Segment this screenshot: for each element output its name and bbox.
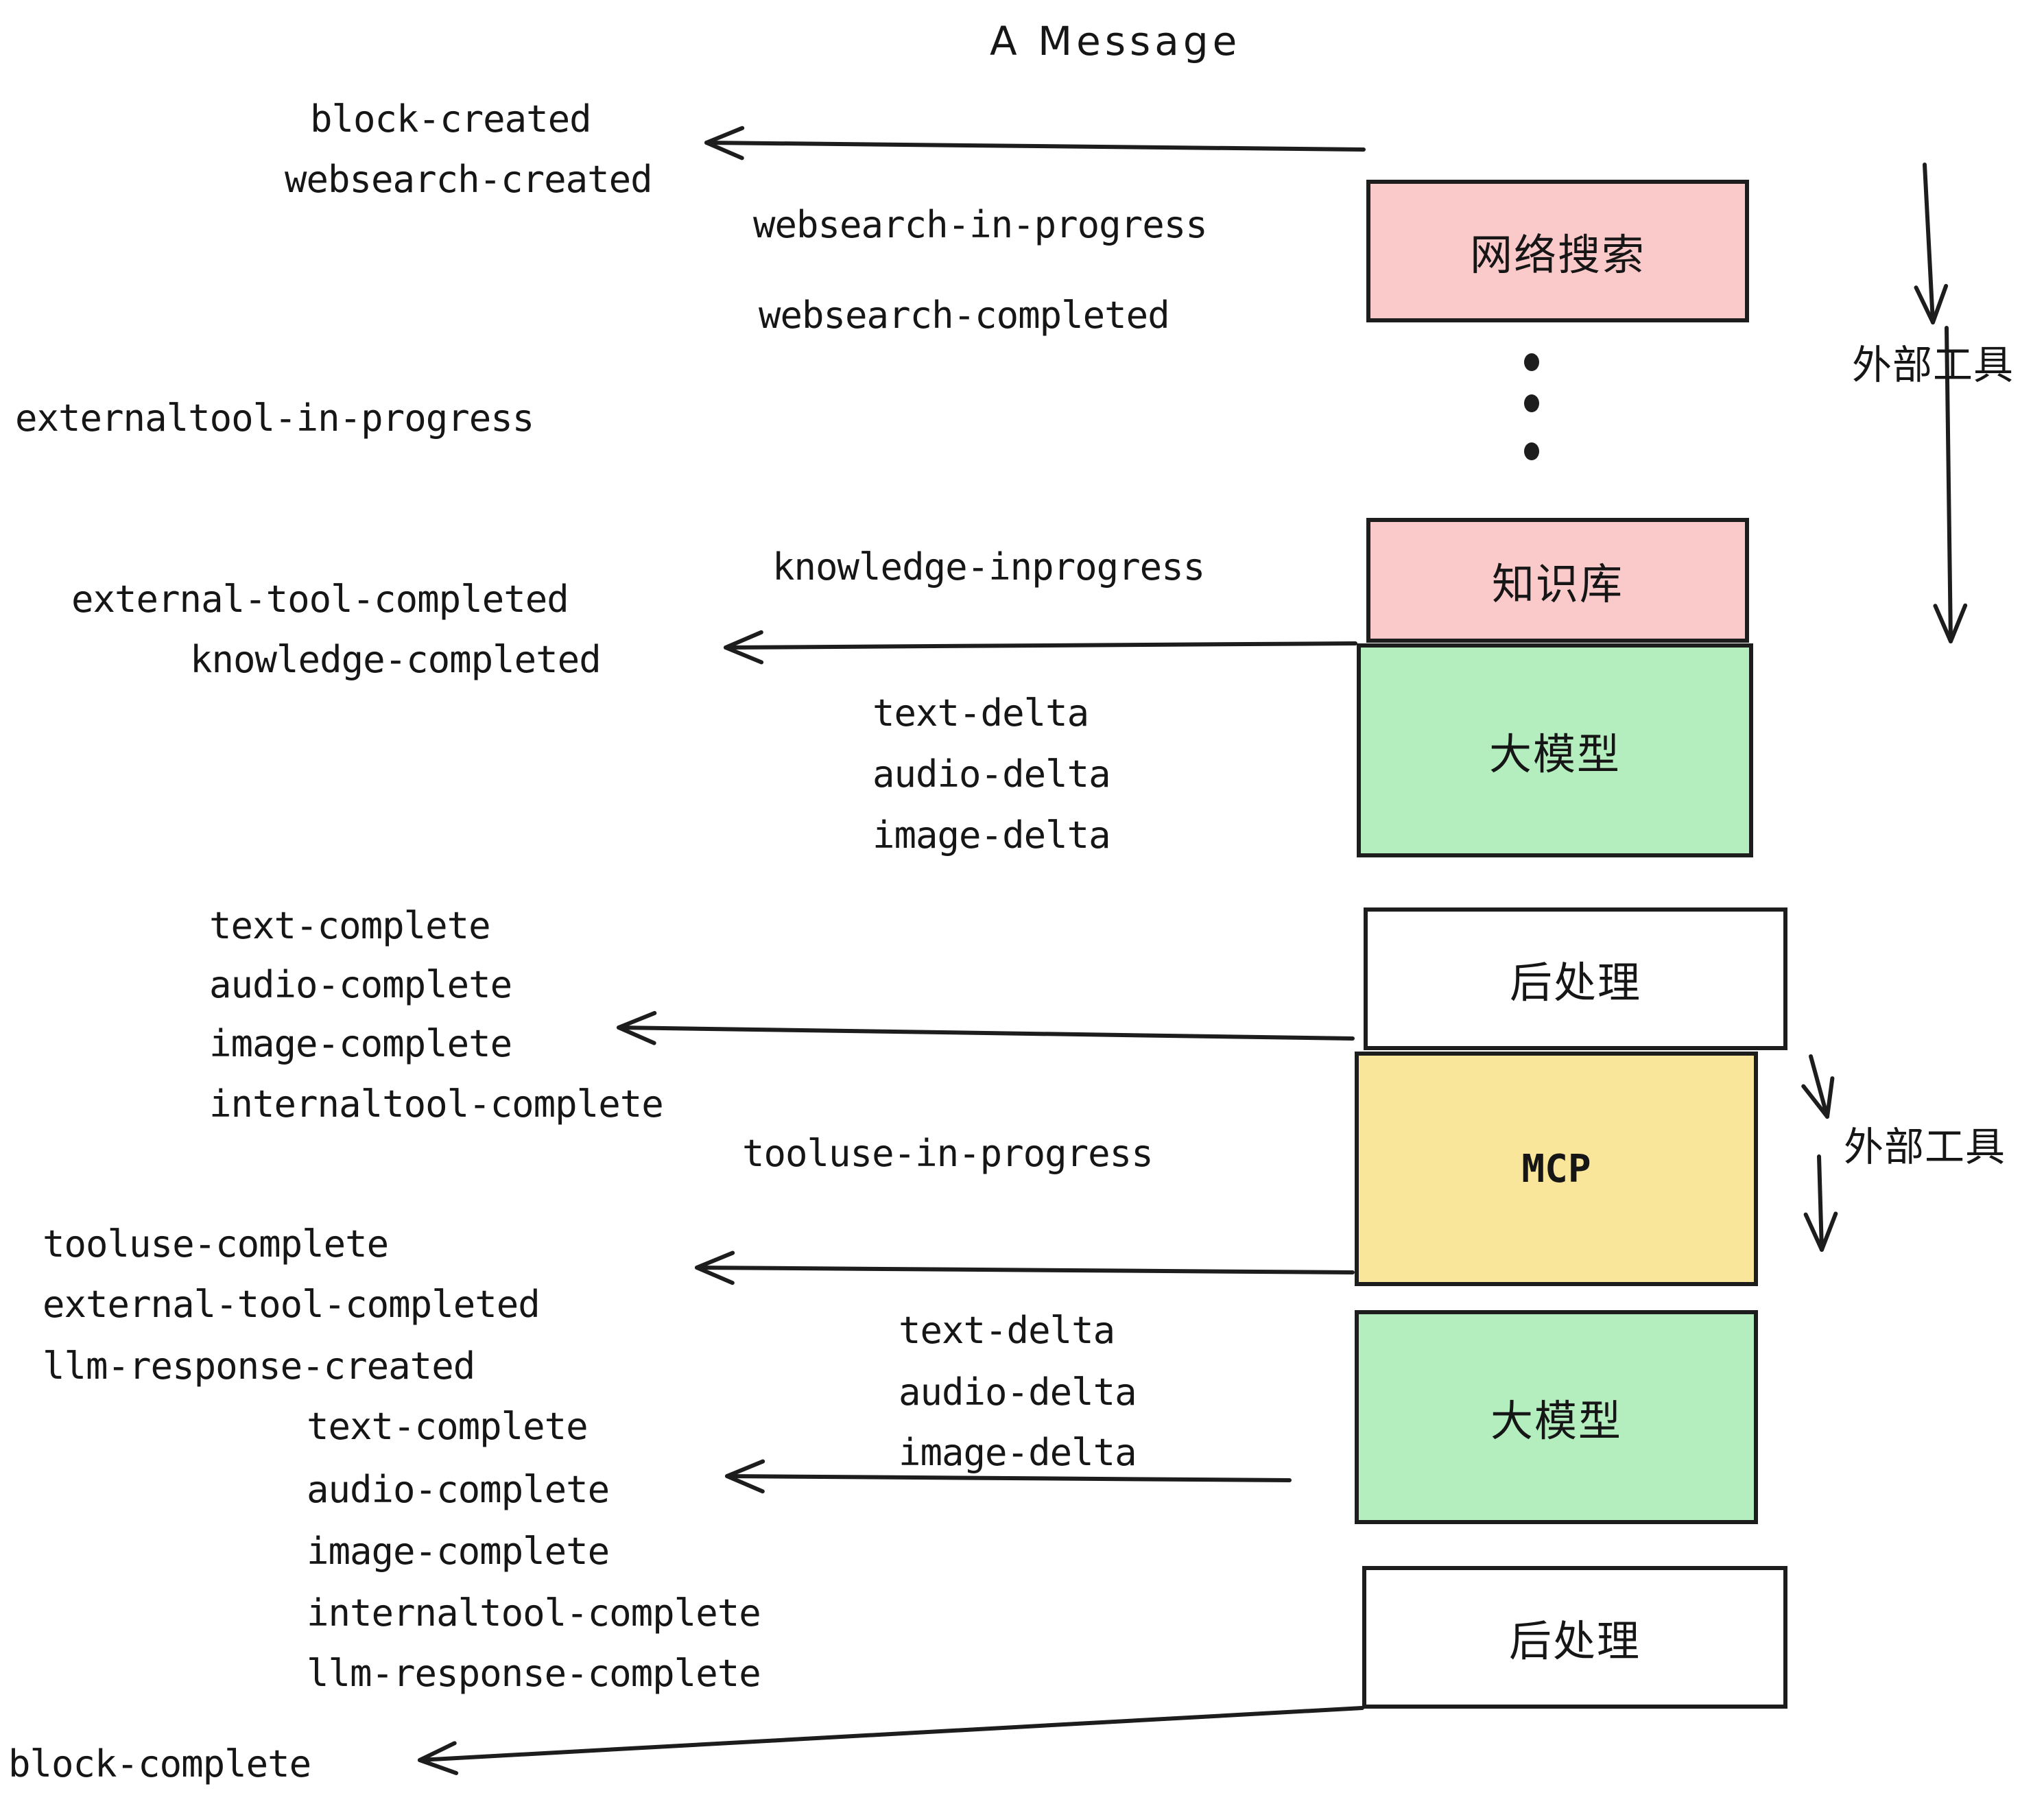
ellipsis-dot-1 (1524, 353, 1539, 371)
side-label-external-tools-bottom: 外部工具 (1844, 1124, 2006, 1170)
event-label-internaltool-complete-2: internaltool-complete (307, 1591, 761, 1635)
arrow-shaft-arrow-tooluse-done (695, 1266, 1355, 1274)
arrow-shaft-arrow-block-created (704, 141, 1366, 152)
arrow-arrow-knowledge-done (724, 630, 1357, 665)
node-post1: 后处理 (1364, 907, 1787, 1050)
event-label-externaltool-in-progress: externaltool-in-progress (15, 396, 534, 440)
side-label-external-tools-top: 外部工具 (1852, 342, 2015, 388)
event-label-websearch-created: websearch-created (285, 158, 653, 201)
arrow-head-arrow-tooluse-done (695, 1250, 735, 1285)
event-label-llm-response-complete: llm-response-complete (307, 1652, 761, 1695)
arrow-arrow-block-created (704, 126, 1366, 161)
event-label-image-delta-1: image-delta (872, 814, 1111, 857)
event-label-text-complete-2: text-complete (307, 1405, 589, 1448)
arrow-head-arrow-ext-up-bottom (1801, 1076, 1835, 1119)
node-knowledge: 知识库 (1366, 518, 1749, 643)
arrow-shaft-arrow-ext-down-bottom (1817, 1154, 1824, 1252)
arrow-arrow-block-complete (418, 1706, 1364, 1775)
arrow-head-arrow-knowledge-done (724, 630, 764, 665)
arrow-shaft-arrow-ext-up-bottom (1809, 1054, 1829, 1119)
event-label-image-complete-1: image-complete (209, 1022, 512, 1065)
event-label-audio-complete-1: audio-complete (209, 963, 512, 1006)
arrow-arrow-tooluse-done (695, 1250, 1355, 1285)
event-label-image-delta-2: image-delta (899, 1431, 1137, 1474)
arrow-shaft-arrow-block-complete (418, 1706, 1364, 1762)
node-llm1: 大模型 (1357, 643, 1753, 857)
arrow-shaft-arrow-audio-complete (725, 1474, 1292, 1482)
ellipsis-dot-3 (1524, 442, 1539, 460)
arrow-head-arrow-block-created (704, 126, 745, 161)
event-label-external-tool-completed-2: external-tool-completed (43, 1283, 540, 1326)
node-mcp: MCP (1355, 1052, 1758, 1286)
event-label-tooluse-in-progress: tooluse-in-progress (742, 1132, 1154, 1175)
event-label-websearch-in-progress: websearch-in-progress (753, 203, 1208, 246)
arrow-head-arrow-block-complete (418, 1741, 459, 1775)
arrow-shaft-arrow-image-complete (617, 1025, 1355, 1041)
event-label-audio-delta-1: audio-delta (872, 752, 1111, 796)
arrow-shaft-arrow-knowledge-done (724, 641, 1357, 650)
node-post2: 后处理 (1362, 1566, 1787, 1709)
arrow-head-arrow-ext-down-top (1933, 603, 1968, 643)
event-label-text-delta-2: text-delta (899, 1309, 1115, 1352)
event-label-llm-response-created: llm-response-created (43, 1344, 475, 1388)
event-label-external-tool-completed-1: external-tool-completed (71, 578, 569, 621)
ellipsis-dot-2 (1524, 394, 1539, 412)
arrow-arrow-image-complete (617, 1010, 1355, 1045)
event-label-knowledge-inprogress: knowledge-inprogress (772, 545, 1205, 589)
event-label-text-delta-1: text-delta (872, 691, 1089, 735)
arrow-head-arrow-ext-down-bottom (1803, 1211, 1838, 1252)
arrow-head-arrow-audio-complete (725, 1459, 765, 1494)
event-label-audio-complete-2: audio-complete (307, 1468, 610, 1511)
event-label-image-complete-2: image-complete (307, 1530, 610, 1573)
event-label-knowledge-completed: knowledge-completed (190, 638, 602, 681)
arrow-head-arrow-ext-up-top (1914, 283, 1949, 324)
arrow-head-arrow-image-complete (617, 1010, 657, 1045)
arrow-arrow-ext-up-bottom (1801, 1054, 1835, 1119)
arrow-shaft-arrow-ext-up-top (1923, 163, 1935, 324)
event-label-websearch-completed: websearch-completed (759, 294, 1170, 337)
node-llm2: 大模型 (1355, 1310, 1758, 1524)
event-label-internaltool-complete-1: internaltool-complete (209, 1082, 664, 1126)
event-label-block-complete: block-complete (8, 1742, 311, 1785)
node-websearch: 网络搜索 (1366, 180, 1749, 322)
event-label-block-created: block-created (310, 97, 592, 141)
event-label-audio-delta-2: audio-delta (899, 1370, 1137, 1414)
event-label-text-complete-1: text-complete (209, 904, 491, 947)
arrow-arrow-ext-up-top (1914, 163, 1949, 324)
page-title: A Message (990, 18, 1241, 64)
arrow-arrow-ext-down-bottom (1803, 1154, 1838, 1252)
event-label-tooluse-complete: tooluse-complete (43, 1222, 389, 1266)
